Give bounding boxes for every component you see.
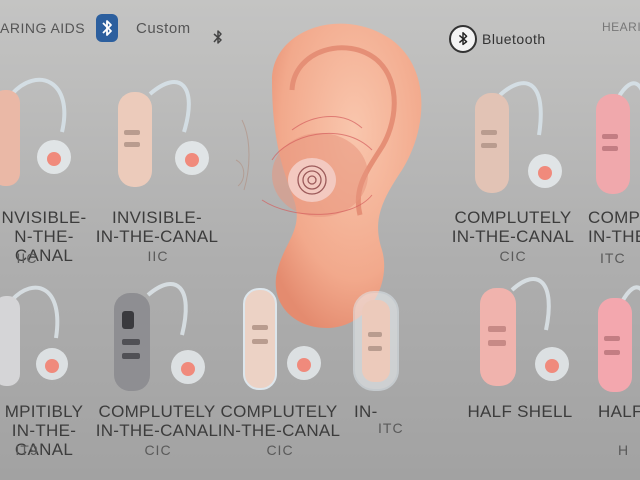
device-abbrev-label: CIC [499, 248, 527, 264]
device-abbrev-label: ITC [378, 420, 404, 436]
left-title: ARING AIDS [0, 20, 86, 36]
hearing-aid-device [350, 288, 420, 398]
device-abbrev-label: IIC [147, 248, 169, 264]
bluetooth-label: Bluetooth [482, 31, 546, 47]
custom-label: Custom [136, 20, 191, 37]
device-type-label: NVISIBLE- N-THE-CANAL [1, 208, 87, 265]
device-abbrev-label: IIC [16, 250, 38, 266]
device-abbrev-label: CIC [266, 442, 294, 458]
device-type-label: COMPLUTELY IN-THE-CANAL [451, 208, 575, 246]
hearing-aid-device [110, 72, 220, 192]
bluetooth-ring-icon [449, 25, 477, 53]
device-type-label: HALF S [598, 402, 640, 421]
right-title: HEARI [602, 20, 640, 34]
device-type-label: COMPLUTELY IN-THE-CANAL [95, 402, 219, 440]
device-type-label: IN- [354, 402, 378, 421]
device-type-label: HALF SHELL [467, 402, 573, 421]
hearing-aid-device [0, 280, 76, 390]
device-type-label: MPITIBLY IN-THE-CANAL [4, 402, 84, 459]
bluetooth-small-icon [211, 27, 225, 49]
device-abbrev-label: IT9 [15, 442, 39, 458]
device-abbrev-label: CIC [144, 442, 172, 458]
device-abbrev-label: ITC [600, 250, 626, 266]
device-abbrev-label: H [618, 442, 630, 458]
device-type-label: COMPLUTELY IN-THE-CANAL [217, 402, 341, 440]
hearing-aid-device [465, 75, 575, 200]
device-type-label: COMPL IN-THE- [588, 208, 640, 246]
device-type-label: INVISIBLE- IN-THE-CANAL [95, 208, 219, 246]
hearing-aid-device [592, 280, 640, 395]
hearing-aid-device [108, 275, 218, 395]
ear-illustration [232, 10, 428, 332]
hearing-aid-device [0, 72, 80, 192]
hearing-aid-device [588, 76, 640, 200]
hearing-aid-device [238, 285, 328, 395]
hearing-aid-device [474, 270, 584, 390]
bluetooth-badge-icon [96, 14, 118, 42]
